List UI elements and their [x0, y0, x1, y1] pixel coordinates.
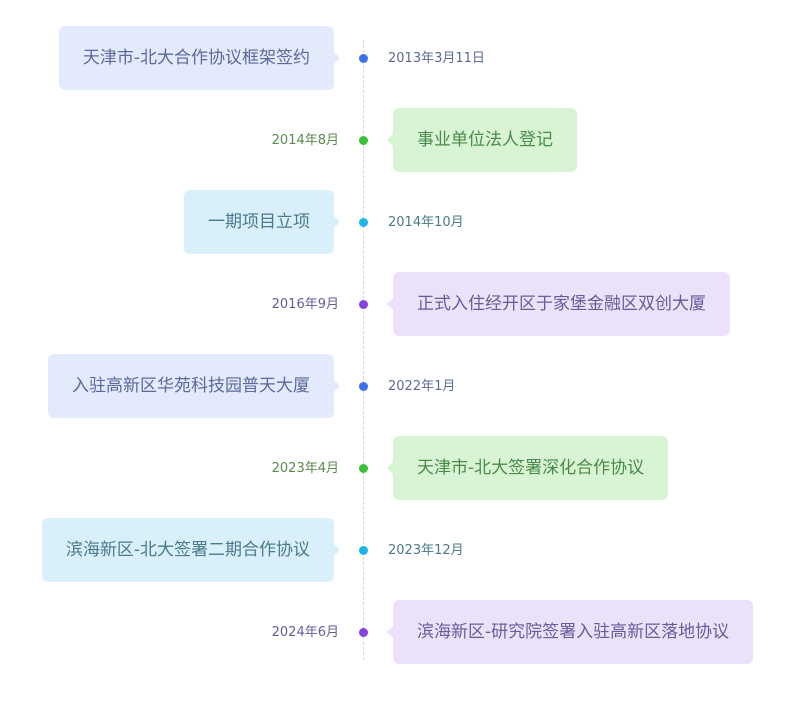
timeline-dot: [359, 54, 368, 63]
event-date: 2023年12月: [388, 543, 464, 558]
timeline-dot: [359, 546, 368, 555]
timeline-dot: [359, 300, 368, 309]
event-card: 事业单位法人登记: [387, 108, 577, 172]
event-date: 2023年4月: [271, 461, 339, 476]
timeline-event: 滨海新区-北大签署二期合作协议 2023年12月: [0, 518, 800, 582]
timeline-dot: [359, 136, 368, 145]
timeline-dot: [359, 382, 368, 391]
timeline-event: 一期项目立项 2014年10月: [0, 190, 800, 254]
event-card: 天津市-北大签署深化合作协议: [386, 436, 669, 500]
event-date: 2013年3月11日: [388, 51, 485, 66]
timeline-event: 天津市-北大签署深化合作协议 2023年4月: [0, 436, 800, 500]
event-date: 2024年6月: [271, 625, 339, 640]
timeline-dot: [359, 464, 368, 473]
event-date: 2016年9月: [271, 297, 339, 312]
timeline-dot: [359, 218, 368, 227]
timeline-dot: [359, 628, 368, 637]
timeline-event: 入驻高新区华苑科技园普天大厦 2022年1月: [0, 354, 800, 418]
timeline-event: 滨海新区-研究院签署入驻高新区落地协议 2024年6月: [0, 600, 800, 664]
event-card: 滨海新区-研究院签署入驻高新区落地协议: [386, 600, 754, 664]
event-card: 正式入住经开区于家堡金融区双创大厦: [387, 272, 730, 336]
event-card: 入驻高新区华苑科技园普天大厦: [48, 354, 340, 418]
timeline-event: 天津市-北大合作协议框架签约 2013年3月11日: [0, 26, 800, 90]
event-card: 滨海新区-北大签署二期合作协议: [41, 518, 341, 582]
event-card: 一期项目立项: [184, 190, 340, 254]
event-date: 2022年1月: [388, 379, 456, 394]
timeline-axis: [363, 40, 364, 660]
timeline-event: 事业单位法人登记 2014年8月: [0, 108, 800, 172]
event-date: 2014年10月: [388, 215, 464, 230]
event-date: 2014年8月: [271, 133, 339, 148]
event-card: 天津市-北大合作协议框架签约: [58, 26, 341, 90]
timeline-event: 正式入住经开区于家堡金融区双创大厦 2016年9月: [0, 272, 800, 336]
